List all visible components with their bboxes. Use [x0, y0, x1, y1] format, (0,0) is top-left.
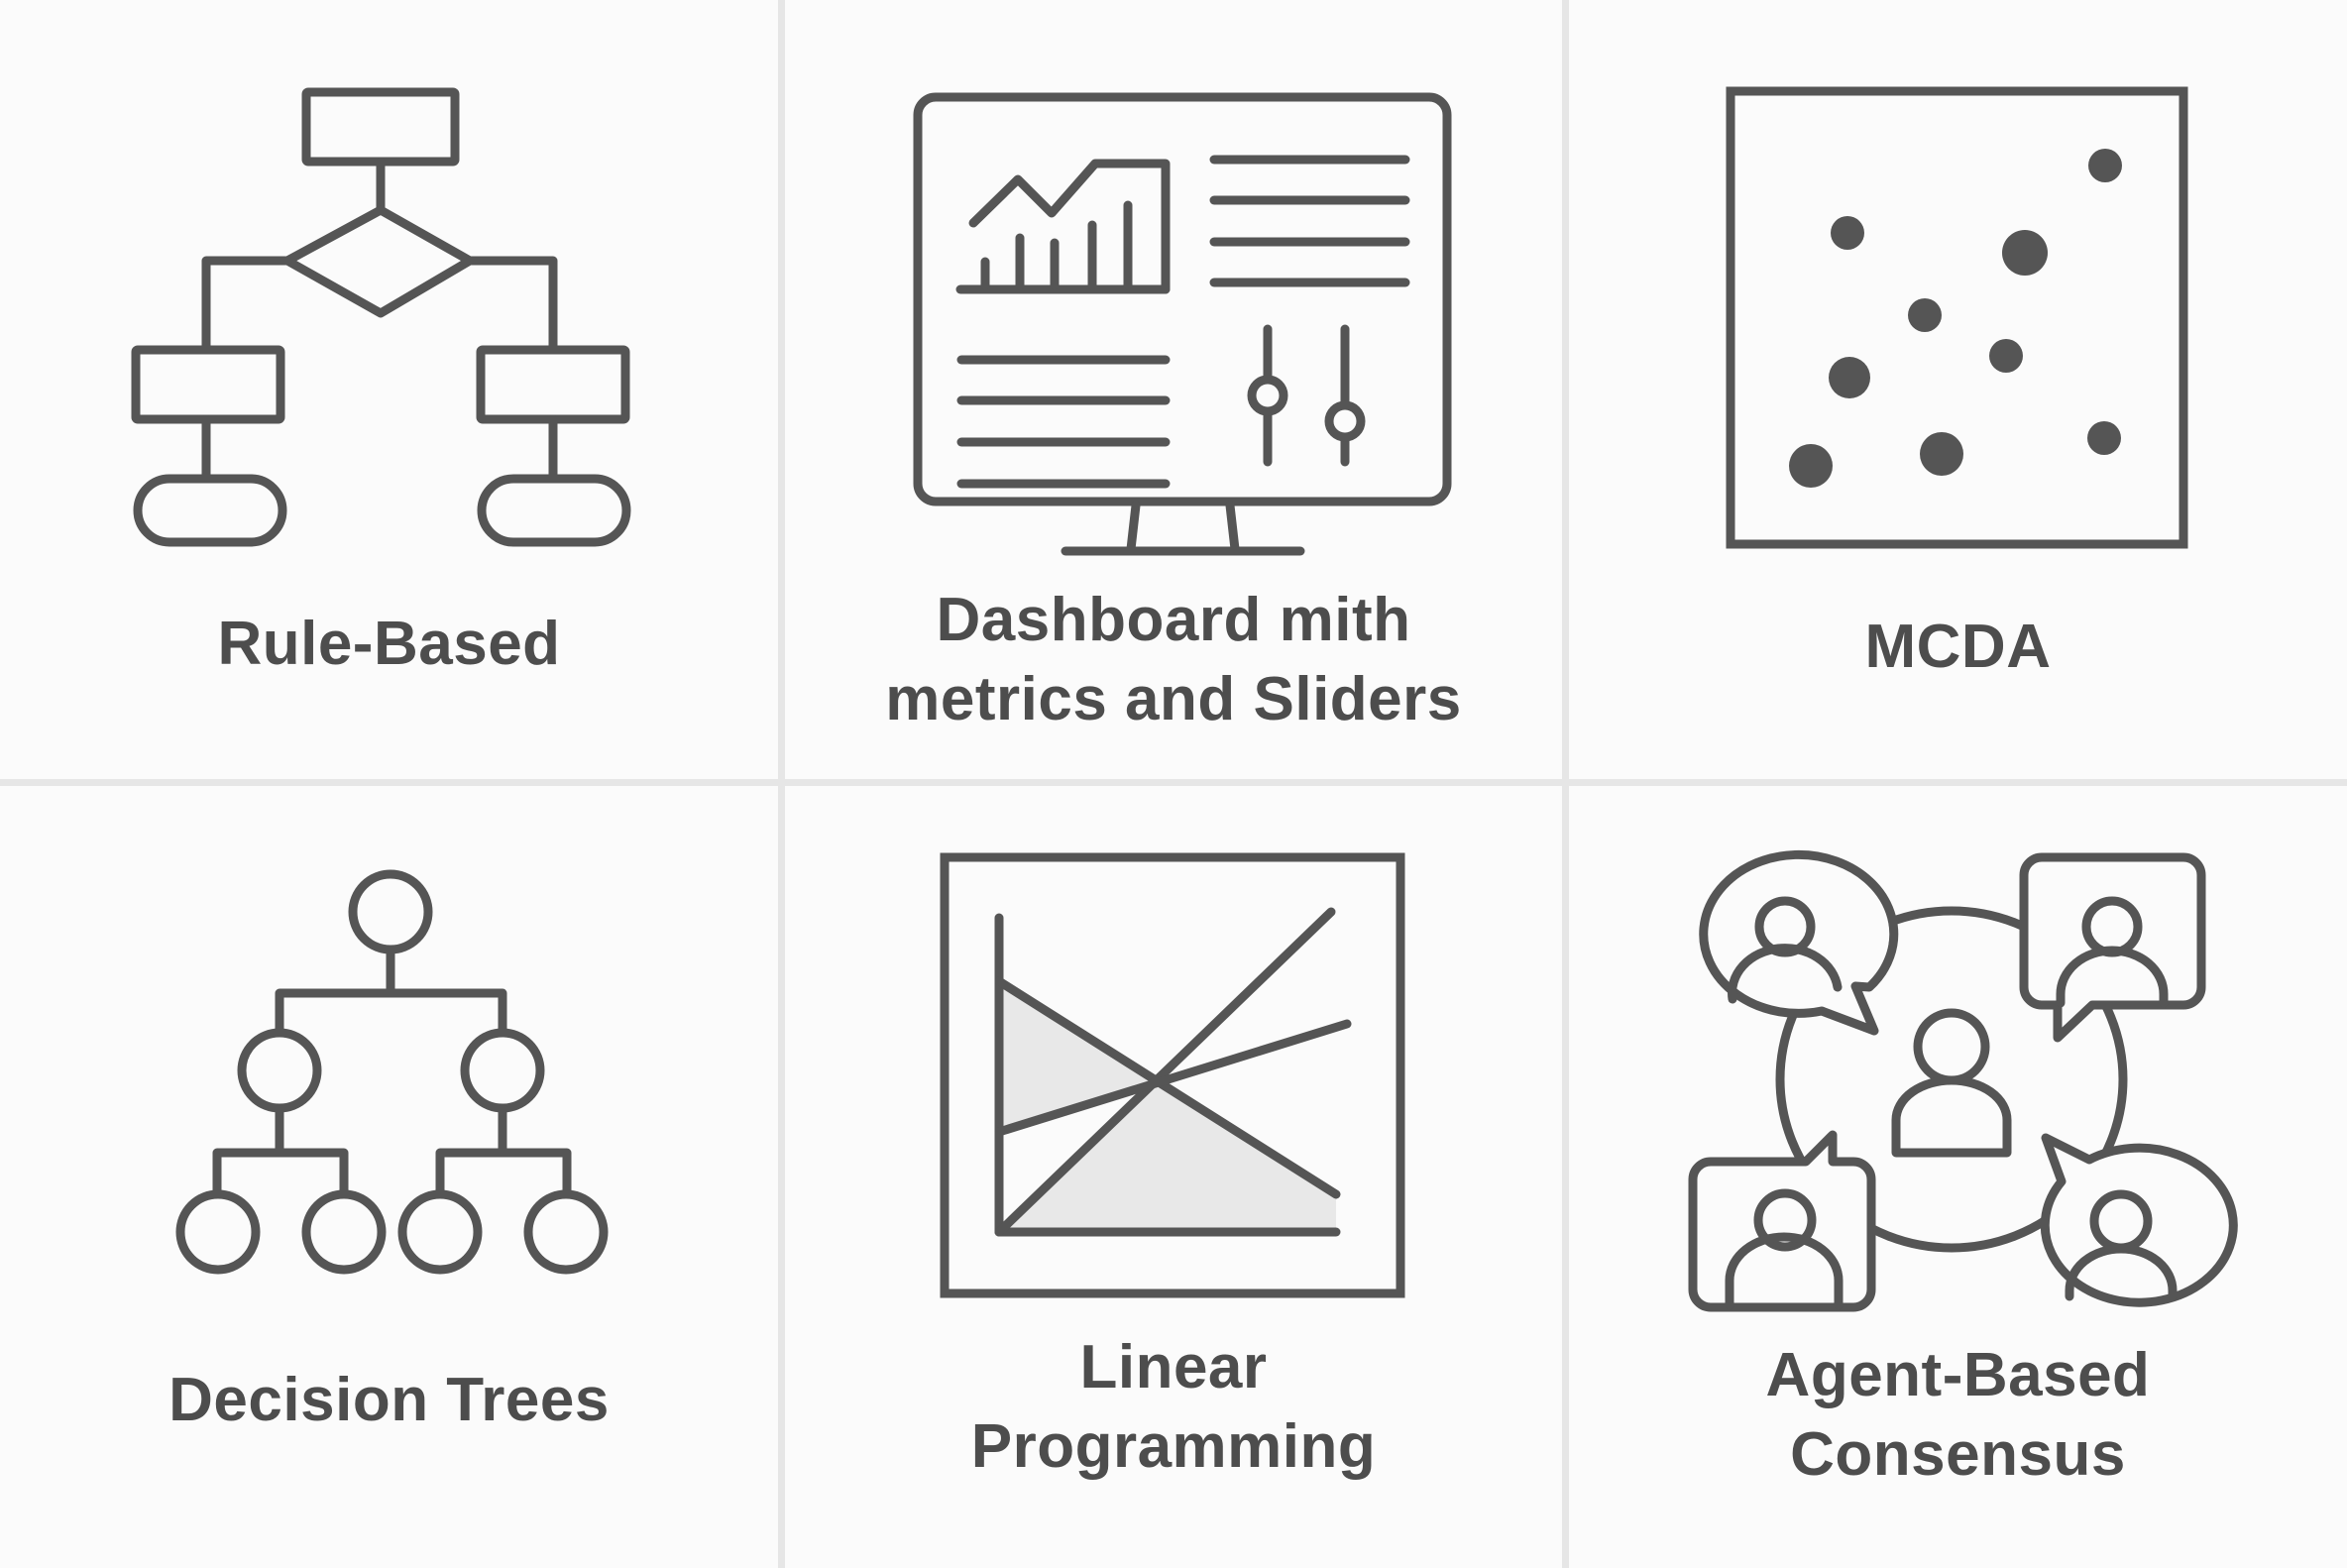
panel-mcda	[1569, 0, 2347, 779]
person-icon	[1725, 1188, 1844, 1310]
label-line: Programming	[970, 1412, 1377, 1481]
person-icon	[1728, 896, 1843, 1004]
tree-diagram-icon	[175, 869, 609, 1275]
label-agent-based-consensus: Agent-Based Consensus	[1569, 1336, 2347, 1495]
label-line: Agent-Based	[1765, 1341, 2151, 1409]
person-icon	[2065, 1189, 2178, 1301]
person-icon	[2056, 896, 2169, 1008]
panel-decision-trees	[0, 786, 778, 1568]
label-line: Decision Trees	[168, 1366, 610, 1434]
people-chat-network-icon	[1688, 849, 2238, 1312]
label-mcda: MCDA	[1569, 608, 2347, 687]
label-line: MCDA	[1864, 613, 2052, 681]
label-line: Linear	[1079, 1333, 1268, 1401]
label-line: metrics and Sliders	[885, 665, 1462, 733]
scatter-plot-icon	[1726, 86, 2188, 549]
label-line: Consensus	[1790, 1420, 2126, 1489]
label-decision-trees: Decision Trees	[0, 1361, 778, 1440]
panel-rule-based	[0, 0, 778, 779]
flowchart-icon	[131, 87, 631, 547]
person-icon	[1891, 1008, 2012, 1158]
label-dashboard: Dashboard mith metrics and Sliders	[785, 581, 1562, 739]
label-line: Dashboard mith	[936, 586, 1411, 654]
label-rule-based: Rule-Based	[0, 605, 778, 684]
dashboard-monitor-icon	[913, 92, 1452, 556]
label-line: Rule-Based	[217, 610, 561, 678]
feasible-region-chart-icon	[940, 852, 1405, 1298]
label-linear-programming: Linear Programming	[785, 1328, 1562, 1487]
slider-icon	[1247, 324, 1366, 467]
